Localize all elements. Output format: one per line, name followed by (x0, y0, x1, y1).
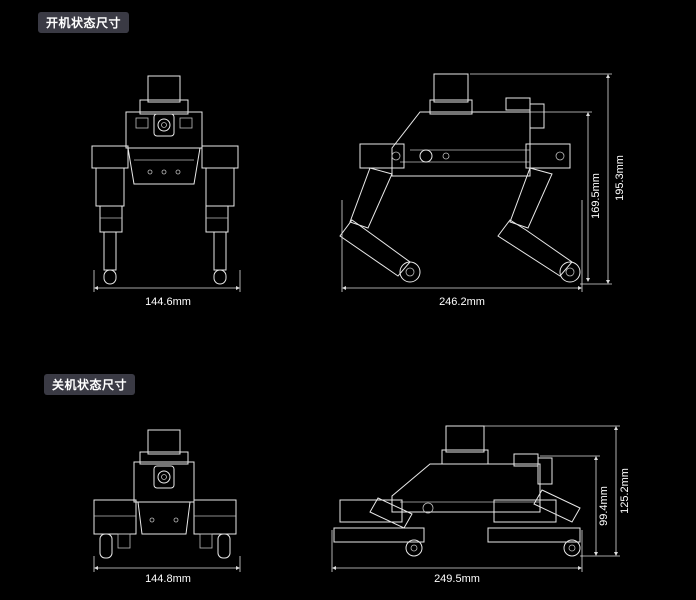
dim-line-off-side-length (331, 530, 583, 572)
label-on-front-width: 144.6mm (145, 296, 191, 308)
robot-front-view-standing (91, 75, 239, 285)
section-title-off-state: 关机状态尺寸 (44, 374, 136, 395)
dim-line-on-front-width (93, 270, 241, 292)
label-on-side-height-body: 169.5mm (590, 173, 602, 219)
robot-side-view-standing (339, 73, 581, 283)
dim-line-off-front-width (93, 556, 241, 572)
label-on-side-height-total: 195.3mm (614, 155, 626, 201)
robot-side-view-folded (333, 425, 581, 557)
label-off-front-width: 144.8mm (145, 573, 191, 585)
dim-line-on-side-length (341, 200, 583, 292)
label-off-side-length: 249.5mm (434, 573, 480, 585)
dim-line-on-side-height-total (470, 73, 612, 285)
dim-line-on-side-height-body (520, 111, 592, 282)
dim-line-off-side-height-total (484, 425, 620, 556)
label-off-side-height-total: 125.2mm (619, 468, 631, 514)
label-on-side-length: 246.2mm (439, 296, 485, 308)
section-title-on-state: 开机状态尺寸 (38, 12, 130, 33)
robot-front-view-folded (93, 429, 237, 559)
dim-line-off-side-height-body (540, 455, 620, 557)
label-off-side-height-body: 99.4mm (598, 486, 610, 526)
